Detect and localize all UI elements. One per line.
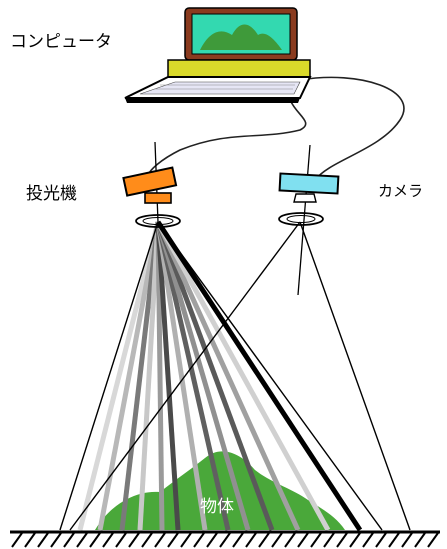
ground-hatch xyxy=(388,532,400,548)
projection-stripe xyxy=(155,221,208,531)
ground-hatch xyxy=(63,532,75,548)
projection-stripe xyxy=(77,221,161,531)
camera-cable xyxy=(299,76,405,181)
projector-ray-right xyxy=(157,221,383,531)
camera-icon xyxy=(278,144,340,296)
computer-label: コンピュータ xyxy=(10,32,112,52)
projection-stripe xyxy=(155,220,363,532)
ground-hatch xyxy=(128,532,140,548)
ground-hatch xyxy=(362,532,374,548)
ground-hatch xyxy=(271,532,283,548)
ground-hatch xyxy=(167,532,179,548)
ground-hatch xyxy=(219,532,231,548)
ground-hatch xyxy=(37,532,49,548)
ground-hatch xyxy=(284,532,296,548)
projector-label: 投光機 xyxy=(26,184,77,204)
projection-stripe xyxy=(155,221,165,531)
ground-hatch xyxy=(401,532,413,548)
ground-hatch xyxy=(427,532,439,548)
ground-hatch xyxy=(349,532,361,548)
ground-hatch xyxy=(375,532,387,548)
ground-hatch xyxy=(141,532,153,548)
ground-hatch xyxy=(297,532,309,548)
projection-stripe xyxy=(137,221,161,531)
camera-ray-left xyxy=(69,221,301,531)
ground-hatch xyxy=(102,532,114,548)
ground-hatch xyxy=(414,532,426,548)
projection-stripe xyxy=(155,221,181,531)
ground-hatch xyxy=(258,532,270,548)
ground-hatch xyxy=(310,532,322,548)
ground-hatching xyxy=(10,530,440,548)
ground-hatch xyxy=(11,532,23,548)
ground-hatch xyxy=(323,532,335,548)
ground-hatch xyxy=(89,532,101,548)
projection-stripe xyxy=(155,221,231,531)
camera-ray-right xyxy=(299,221,411,531)
ground-hatch xyxy=(336,532,348,548)
projection-stripe xyxy=(119,221,161,531)
ground-hatch xyxy=(206,532,218,548)
projection-stripe xyxy=(155,221,275,531)
ground-hatch xyxy=(180,532,192,548)
laptop-icon xyxy=(124,7,312,103)
projection-stripe xyxy=(155,221,251,531)
object-label: 物体 xyxy=(200,497,234,517)
ground-hatch xyxy=(115,532,127,548)
projector-icon xyxy=(122,141,181,228)
projection-stripe xyxy=(155,220,331,532)
projection-stripes xyxy=(77,220,363,532)
projection-stripe xyxy=(97,221,161,531)
ground-hatch xyxy=(50,532,62,548)
projection-stripe xyxy=(155,220,301,532)
ground-hatch xyxy=(193,532,205,548)
projector-cable xyxy=(147,81,307,176)
ground-hatch xyxy=(245,532,257,548)
ground-hatch xyxy=(154,532,166,548)
ground-hatch xyxy=(24,532,36,548)
camera-label: カメラ xyxy=(378,182,423,200)
ground-hatch xyxy=(76,532,88,548)
projector-ray-left xyxy=(59,221,159,531)
ground-hatch xyxy=(232,532,244,548)
